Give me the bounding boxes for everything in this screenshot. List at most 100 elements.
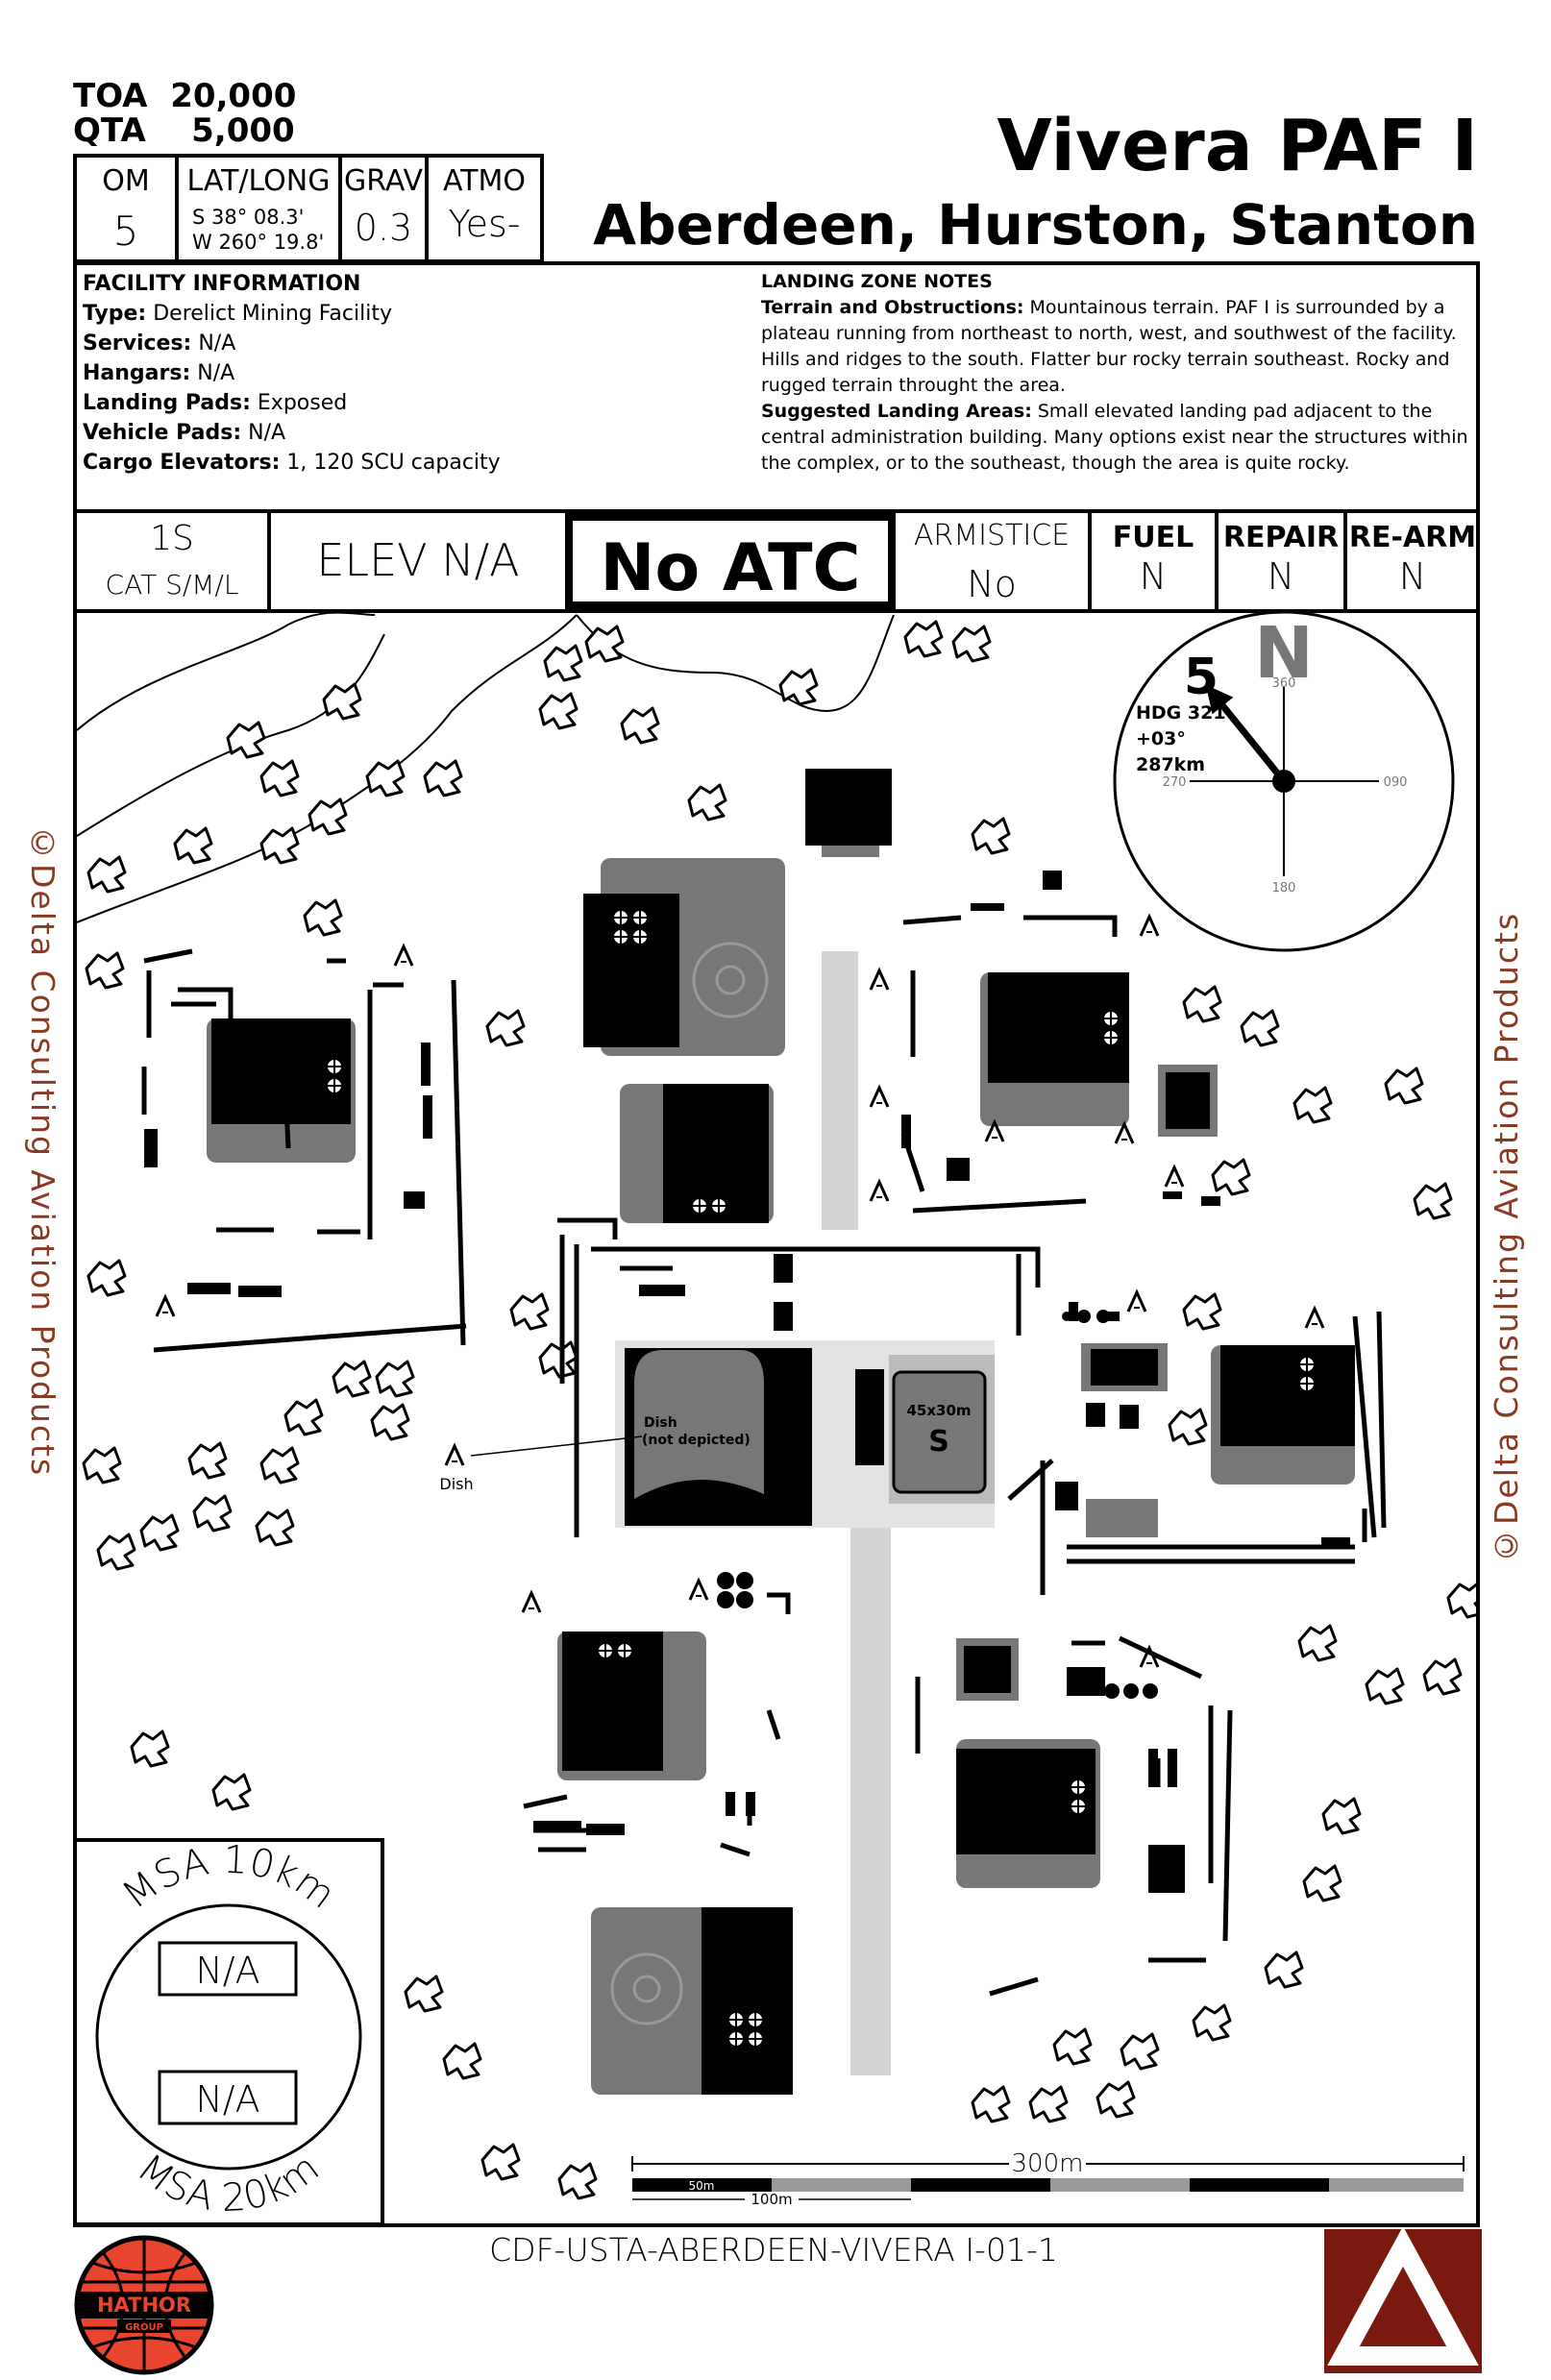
compass: N 360 090 180 270 5 HDG 321 +03° 287km bbox=[1113, 613, 1455, 952]
pads-category: CAT S/M/L bbox=[105, 569, 239, 601]
msa-10km-box bbox=[158, 1941, 298, 1997]
heading-arrow bbox=[1205, 684, 1287, 784]
lz-terrain: Terrain and Obstructions: Mountainous te… bbox=[761, 297, 1457, 396]
watermark-left: ©Delta Consulting Aviation Products bbox=[24, 824, 62, 1478]
compass-tick-w: 270 bbox=[1163, 775, 1187, 790]
landing-strip bbox=[850, 1528, 891, 2075]
long-value: W 260° 19.8' bbox=[192, 231, 325, 254]
atmo-value: Yes- bbox=[448, 203, 521, 245]
building bbox=[1220, 1345, 1355, 1446]
compass-tick-n: 360 bbox=[1272, 676, 1296, 691]
helipad-marking bbox=[692, 942, 769, 1018]
compass-om: 5 bbox=[1184, 649, 1219, 706]
atmo-label: ATMO bbox=[442, 164, 526, 198]
info-panel: FACILITY INFORMATION Type: Derelict Mini… bbox=[73, 261, 1480, 513]
building-block bbox=[822, 846, 879, 857]
structures bbox=[144, 903, 1350, 1835]
latlong-label: LAT/LONG bbox=[186, 164, 331, 198]
facility-info: FACILITY INFORMATION Type: Derelict Mini… bbox=[83, 269, 736, 478]
structure bbox=[947, 1158, 970, 1181]
lz-notes: LANDING ZONE NOTES Terrain and Obstructi… bbox=[761, 269, 1472, 477]
rearm-value: N bbox=[1398, 555, 1427, 598]
dish-note: (not depicted) bbox=[642, 1433, 751, 1448]
grav-value: 0.3 bbox=[354, 207, 413, 249]
atc-status: No ATC bbox=[600, 530, 861, 606]
building bbox=[1086, 1499, 1158, 1537]
map-frame: 45x30m S Dish (not depicted) Dish bbox=[73, 609, 1480, 2227]
facility-row: Services: N/A bbox=[83, 331, 236, 356]
contour-line bbox=[576, 614, 895, 713]
contour-line bbox=[77, 633, 385, 837]
scale-bar: 300m 50m 100m bbox=[631, 2149, 1465, 2208]
watermark-right: ©Delta Consulting Aviation Products bbox=[1488, 911, 1525, 1564]
silos bbox=[717, 1310, 1158, 1699]
lat-value: S 38° 08.3' bbox=[192, 206, 305, 229]
pad-size: 45x30m bbox=[906, 1402, 971, 1419]
structure bbox=[855, 1369, 884, 1465]
qta: QTA 5,000 bbox=[73, 111, 295, 150]
facility-heading: FACILITY INFORMATION bbox=[83, 272, 361, 296]
scale-100m: 100m bbox=[751, 2191, 792, 2208]
building bbox=[964, 1646, 1011, 1693]
pads-value: 1S bbox=[150, 519, 194, 558]
facility-row: Cargo Elevators: 1, 120 SCU capacity bbox=[83, 451, 501, 475]
lz-heading: LANDING ZONE NOTES bbox=[761, 271, 993, 292]
compass-offset: +03° bbox=[1136, 728, 1186, 749]
msa-panel bbox=[77, 1838, 384, 2223]
dish-callout bbox=[470, 1435, 643, 1457]
facility-row: Vehicle Pads: N/A bbox=[83, 421, 286, 445]
om-box: OM 5 bbox=[73, 154, 179, 263]
facility-row: Hangars: N/A bbox=[83, 361, 235, 385]
hathor-group-text: GROUP bbox=[125, 2322, 163, 2333]
toa: TOA 20,000 bbox=[73, 77, 297, 115]
om-value: 5 bbox=[112, 208, 139, 255]
facility-map: 45x30m S Dish (not depicted) Dish bbox=[77, 613, 1476, 2223]
armistice-label: ARMISTICE bbox=[913, 519, 1071, 552]
building bbox=[988, 972, 1129, 1083]
status-divider bbox=[1215, 509, 1219, 613]
walls bbox=[141, 915, 1387, 1997]
delta-logo bbox=[1324, 2226, 1482, 2373]
msa-20km-value: N/A bbox=[195, 2078, 259, 2121]
structure bbox=[1148, 1845, 1185, 1893]
facility-row: Type: Derelict Mining Facility bbox=[83, 302, 392, 326]
pad-class: S bbox=[928, 1425, 949, 1459]
hathor-text: HATHOR bbox=[97, 2294, 191, 2317]
status-divider bbox=[267, 509, 271, 613]
helipad-marking bbox=[715, 965, 746, 995]
msa-10km-value: N/A bbox=[195, 1950, 259, 1992]
compass-center bbox=[1272, 770, 1295, 793]
structure bbox=[1043, 871, 1062, 890]
compass-tick-e: 090 bbox=[1384, 775, 1408, 790]
fuel-label: FUEL bbox=[1112, 521, 1194, 554]
status-divider bbox=[1343, 509, 1347, 613]
atc-box: No ATC bbox=[565, 513, 896, 609]
landing-pad bbox=[892, 1370, 987, 1494]
compass-tick-s: 180 bbox=[1272, 881, 1296, 896]
repair-value: N bbox=[1267, 555, 1295, 598]
page-title: Vivera PAF I bbox=[997, 105, 1478, 187]
compass-ring bbox=[1113, 613, 1455, 952]
contour-line bbox=[77, 614, 578, 923]
facility-row: Landing Pads: Exposed bbox=[83, 391, 348, 415]
page-subtitle: Aberdeen, Hurston, Stanton bbox=[593, 192, 1478, 258]
helipad-marking bbox=[610, 1952, 683, 2025]
dish-note: Dish bbox=[644, 1415, 677, 1431]
grav-box: GRAV 0.3 bbox=[338, 154, 429, 263]
latlong-box: LAT/LONG S 38° 08.3' W 260° 19.8' bbox=[175, 154, 342, 263]
landing-strip bbox=[822, 951, 858, 1230]
building bbox=[1091, 1349, 1158, 1386]
building bbox=[583, 894, 679, 1047]
dish-footprint bbox=[634, 1350, 764, 1499]
repair-label: REPAIR bbox=[1222, 521, 1340, 554]
armistice-value: No bbox=[967, 563, 1017, 605]
compass-north: N bbox=[1254, 613, 1314, 695]
scale-50m: 50m bbox=[689, 2179, 715, 2193]
compass-hdg: HDG 321 bbox=[1136, 702, 1226, 724]
document-code: CDF-USTA-ABERDEEN-VIVERA I-01-1 bbox=[489, 2231, 1058, 2269]
om-label: OM bbox=[102, 164, 150, 198]
status-divider bbox=[1088, 509, 1092, 613]
msa-ring bbox=[95, 1903, 362, 2171]
lz-suggested: Suggested Landing Areas: Small elevated … bbox=[761, 401, 1468, 474]
scale-300m: 300m bbox=[1012, 2149, 1084, 2178]
